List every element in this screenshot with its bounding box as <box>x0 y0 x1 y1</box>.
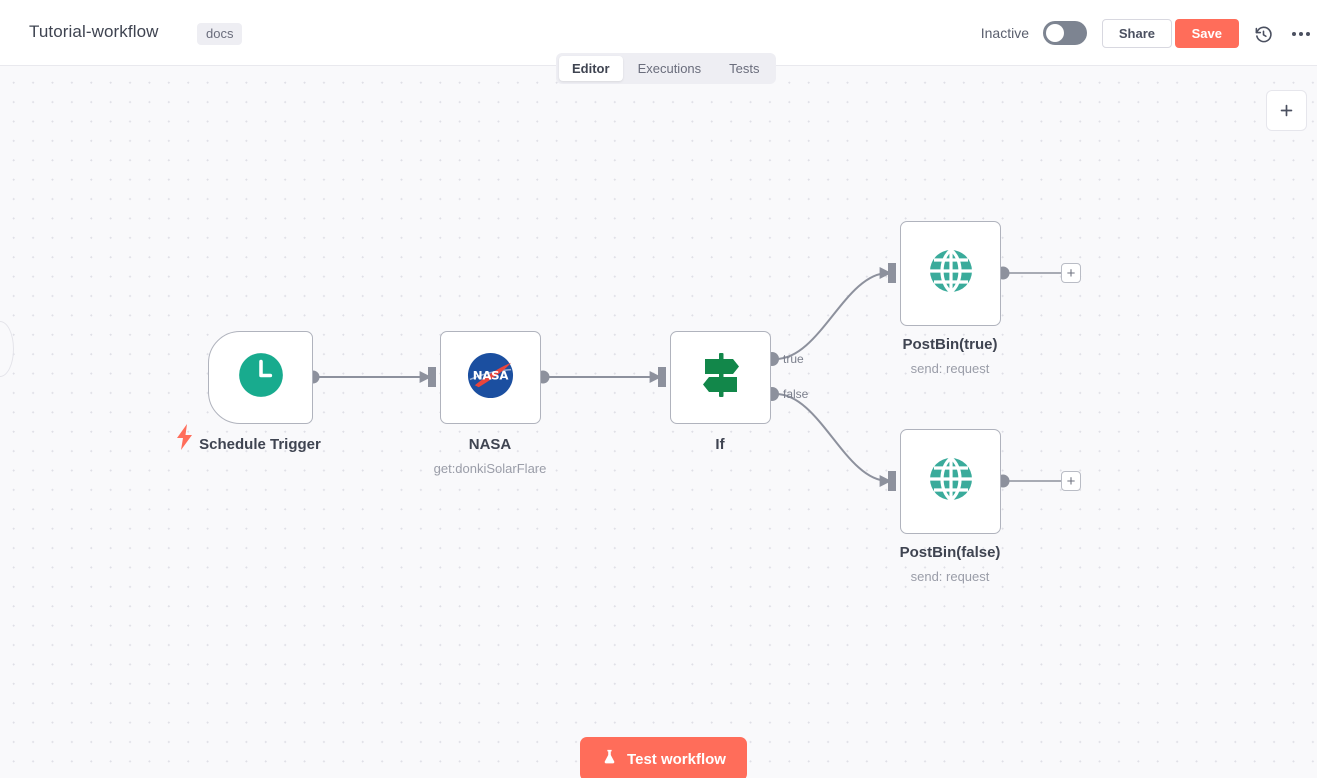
workflow-tag-docs[interactable]: docs <box>197 23 243 45</box>
tab-tests[interactable]: Tests <box>729 61 760 76</box>
share-button[interactable]: Share <box>1101 19 1172 48</box>
test-workflow-button[interactable]: Test workflow <box>580 737 747 778</box>
nasa-logo-icon: NASA <box>466 351 515 405</box>
node-label-postbin-false: PostBin(false) <box>899 544 1001 561</box>
node-if[interactable] <box>670 331 771 424</box>
node-subtitle-nasa: get:donkiSolarFlare <box>433 461 547 476</box>
history-icon[interactable] <box>1249 20 1277 48</box>
node-subtitle-postbin-false: send: request <box>910 569 990 584</box>
output-label-true: true <box>783 352 804 366</box>
tab-executions[interactable]: Executions <box>637 61 702 76</box>
add-node-after-postbin-false[interactable]: + <box>1061 471 1081 491</box>
node-schedule-trigger[interactable] <box>208 331 313 424</box>
flask-icon <box>601 748 618 770</box>
workflow-canvas[interactable]: Schedule Trigger NASA NASA get:donkiSola… <box>0 66 1317 778</box>
activate-workflow-toggle[interactable] <box>1043 21 1087 45</box>
workflow-title[interactable]: Tutorial-workflow <box>29 22 159 41</box>
test-workflow-label: Test workflow <box>627 750 726 768</box>
toggle-knob <box>1046 24 1064 42</box>
more-options-icon[interactable] <box>1287 20 1315 48</box>
node-label-if: If <box>715 436 725 453</box>
save-button[interactable]: Save <box>1174 19 1239 48</box>
connection-wires <box>306 263 1061 491</box>
editor-tabs: Editor Executions Tests <box>556 53 776 84</box>
globe-icon <box>925 453 977 510</box>
output-label-false: false <box>783 387 809 401</box>
node-postbin-false[interactable] <box>900 429 1001 534</box>
node-subtitle-postbin-true: send: request <box>910 361 990 376</box>
node-label-postbin-true: PostBin(true) <box>902 336 998 353</box>
node-nasa[interactable]: NASA <box>440 331 541 424</box>
tab-editor[interactable]: Editor <box>559 56 623 81</box>
clock-icon <box>236 350 286 405</box>
trigger-lightning-icon <box>176 424 194 455</box>
node-label-nasa: NASA <box>468 436 512 453</box>
globe-icon <box>925 245 977 302</box>
svg-text:NASA: NASA <box>473 368 510 382</box>
add-node-after-postbin-true[interactable]: + <box>1061 263 1081 283</box>
signpost-icon <box>695 349 747 406</box>
activity-status-label: Inactive <box>980 25 1029 41</box>
node-postbin-true[interactable] <box>900 221 1001 326</box>
node-label-schedule-trigger: Schedule Trigger <box>199 436 321 453</box>
add-node-button[interactable] <box>1266 90 1307 131</box>
